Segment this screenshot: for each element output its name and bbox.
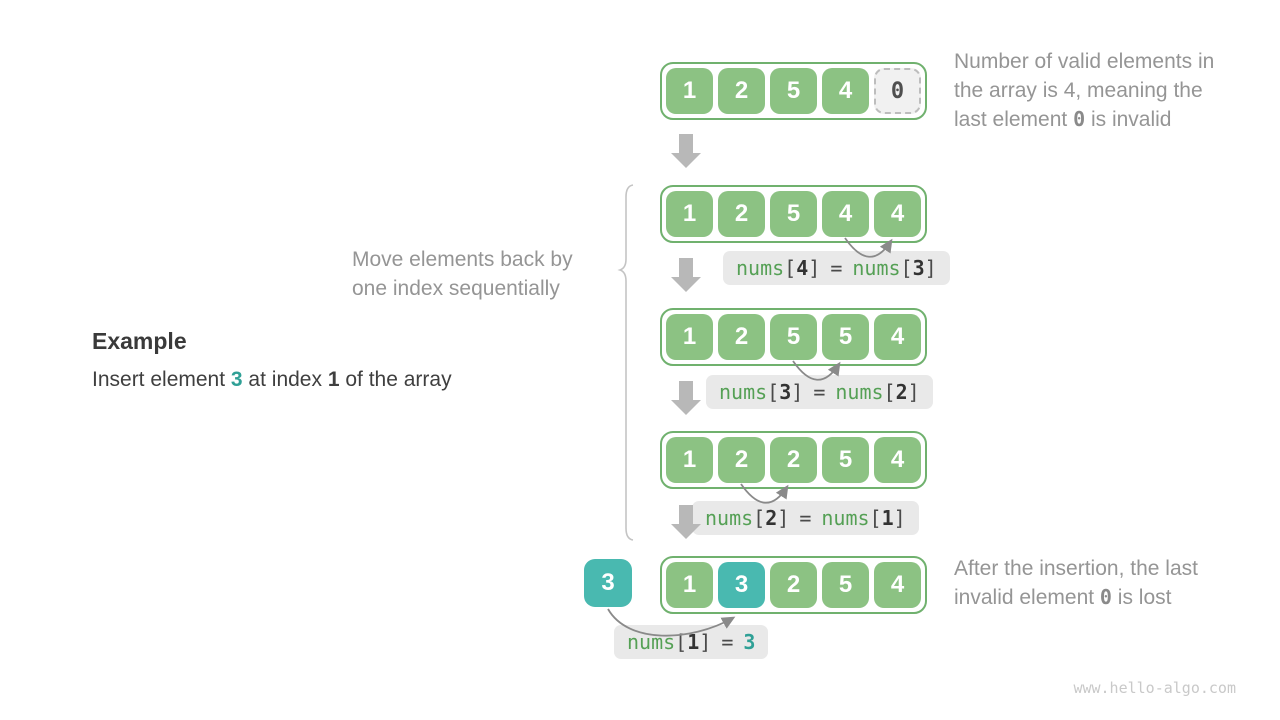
array-row-initial: 1 2 5 4 0 [660, 62, 927, 120]
array-cell: 1 [666, 68, 713, 114]
code-bracket: [ [675, 630, 688, 654]
note-text: invalid element [954, 586, 1100, 609]
array-cell: 2 [718, 437, 765, 483]
note-line: invalid element 0 is lost [954, 583, 1198, 612]
code-identifier: nums [736, 256, 785, 280]
code-bracket: ] [808, 256, 821, 280]
example-inserted-value: 3 [230, 368, 243, 391]
code-bracket: [ [753, 506, 766, 530]
array-row-step3: 1 2 2 5 4 [660, 431, 927, 489]
code-bracket: ] [699, 630, 712, 654]
array-cell: 2 [718, 314, 765, 360]
code-index: 4 [796, 256, 809, 280]
array-cell: 2 [770, 562, 817, 608]
code-value: 3 [743, 630, 756, 654]
note-code-zero: 0 [1099, 585, 1112, 609]
code-index: 3 [912, 256, 925, 280]
code-bracket: ] [893, 506, 906, 530]
note-line: last element 0 is invalid [954, 105, 1214, 134]
code-index: 3 [779, 380, 792, 404]
example-description: Insert element 3 at index 1 of the array [92, 368, 452, 392]
note-text: is lost [1111, 586, 1172, 609]
array-cell: 1 [666, 191, 713, 237]
curly-brace [617, 184, 634, 541]
code-identifier: nums [835, 380, 884, 404]
note-code-zero: 0 [1073, 107, 1086, 131]
code-identifier: nums [821, 506, 870, 530]
note-text: last element [954, 108, 1074, 131]
array-cell: 1 [666, 314, 713, 360]
example-desc-post: of the array [339, 368, 452, 391]
array-cell: 5 [822, 437, 869, 483]
array-cell: 2 [718, 191, 765, 237]
array-cell: 4 [874, 437, 921, 483]
note-line: Move elements back by [352, 248, 573, 271]
note-move-elements: Move elements back by one index sequenti… [352, 245, 573, 303]
code-equals: = [813, 380, 826, 404]
example-title: Example [92, 328, 187, 354]
down-arrow-icon [671, 258, 701, 292]
code-bracket: ] [924, 256, 937, 280]
code-index: 2 [765, 506, 778, 530]
code-identifier: nums [852, 256, 901, 280]
array-cell-invalid: 0 [874, 68, 921, 114]
code-identifier: nums [705, 506, 754, 530]
note-line: After the insertion, the last [954, 557, 1198, 580]
example-desc-mid: at index [242, 368, 328, 391]
code-bracket: [ [883, 380, 896, 404]
code-equals: = [830, 256, 843, 280]
note-line: one index sequentially [352, 277, 560, 300]
assignment-label-2: nums[3]=nums[2] [706, 375, 933, 409]
array-row-step2: 1 2 5 5 4 [660, 308, 927, 366]
code-equals: = [799, 506, 812, 530]
array-cell: 2 [718, 68, 765, 114]
array-cell: 5 [770, 314, 817, 360]
note-invalid-element: Number of valid elements in the array is… [954, 47, 1214, 134]
array-cell: 4 [874, 191, 921, 237]
code-bracket: ] [907, 380, 920, 404]
code-bracket: ] [791, 380, 804, 404]
array-cell: 1 [666, 562, 713, 608]
array-cell: 5 [822, 314, 869, 360]
code-bracket: [ [767, 380, 780, 404]
code-identifier: nums [627, 630, 676, 654]
array-row-step1: 1 2 5 4 4 [660, 185, 927, 243]
note-line: Number of valid elements in [954, 50, 1215, 73]
watermark: www.hello-algo.com [1073, 679, 1236, 697]
array-cell: 4 [874, 562, 921, 608]
down-arrow-icon [671, 381, 701, 415]
array-cell: 4 [822, 191, 869, 237]
code-equals: = [721, 630, 734, 654]
code-identifier: nums [719, 380, 768, 404]
example-index: 1 [327, 368, 340, 391]
code-bracket: [ [784, 256, 797, 280]
inserted-value-box: 3 [584, 559, 632, 607]
array-cell: 5 [770, 68, 817, 114]
array-cell-inserted: 3 [718, 562, 765, 608]
array-cell: 4 [874, 314, 921, 360]
assignment-label-1: nums[4]=nums[3] [723, 251, 950, 285]
array-cell: 2 [770, 437, 817, 483]
array-cell: 5 [822, 562, 869, 608]
code-index: 1 [881, 506, 894, 530]
code-index: 2 [895, 380, 908, 404]
assignment-label-3: nums[2]=nums[1] [692, 501, 919, 535]
code-index: 1 [687, 630, 700, 654]
note-after-insertion: After the insertion, the last invalid el… [954, 554, 1198, 612]
note-text: is invalid [1085, 108, 1172, 131]
array-row-final: 1 3 2 5 4 [660, 556, 927, 614]
code-bracket: ] [777, 506, 790, 530]
code-bracket: [ [869, 506, 882, 530]
array-cell: 1 [666, 437, 713, 483]
example-desc-pre: Insert element [92, 368, 231, 391]
down-arrow-icon [671, 134, 701, 168]
array-cell: 5 [770, 191, 817, 237]
code-bracket: [ [900, 256, 913, 280]
note-line: the array is 4, meaning the [954, 79, 1203, 102]
array-cell: 4 [822, 68, 869, 114]
assignment-label-4: nums[1] = 3 [614, 625, 769, 659]
